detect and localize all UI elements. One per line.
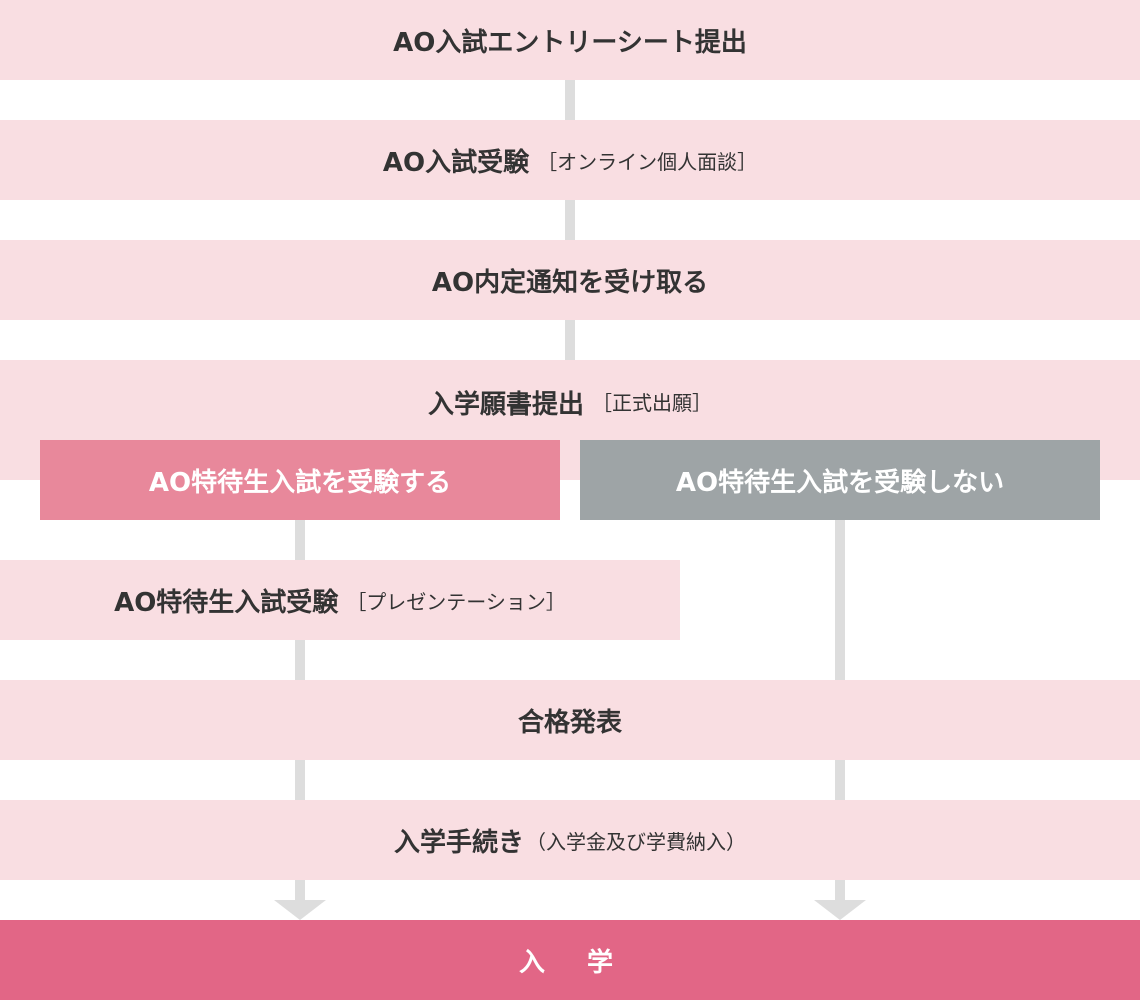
step-label: AO内定通知を受け取る (431, 267, 709, 298)
step-procedure: 入学手続き （入学金及び学費納入） (0, 800, 1140, 880)
step-note: ［オンライン個人面談］ (537, 149, 758, 174)
step-enrollment: 入 学 (0, 920, 1140, 1000)
step-note: ［正式出願］ (592, 391, 712, 415)
branch-take-special-exam: AO特待生入試を受験する (40, 440, 560, 520)
step-label: 入 学 (518, 947, 621, 978)
step-special-exam: AO特待生入試受験 ［プレゼンテーション］ (0, 560, 680, 640)
step-label: AO入試受験 (382, 147, 530, 178)
step-label: 入学願書提出 (427, 390, 584, 420)
step-label: AO特待生入試受験 (114, 587, 339, 618)
step-note: ［プレゼンテーション］ (346, 589, 566, 614)
step-label: AO特待生入試を受験しない (675, 467, 1005, 498)
arrow-down-icon (814, 900, 866, 920)
step-entry-sheet: AO入試エントリーシート提出 (0, 0, 1140, 80)
branch-skip-special-exam: AO特待生入試を受験しない (580, 440, 1100, 520)
step-label: 入学手続き (393, 827, 524, 858)
step-label: 合格発表 (517, 707, 622, 738)
step-label: AO入試エントリーシート提出 (393, 27, 747, 58)
step-ao-notice: AO内定通知を受け取る (0, 240, 1140, 320)
arrow-down-icon (274, 900, 326, 920)
step-label: AO特待生入試を受験する (148, 467, 452, 498)
step-note: （入学金及び学費納入） (526, 829, 746, 854)
step-ao-exam: AO入試受験 ［オンライン個人面談］ (0, 120, 1140, 200)
connector-main (565, 80, 575, 360)
step-result: 合格発表 (0, 680, 1140, 760)
